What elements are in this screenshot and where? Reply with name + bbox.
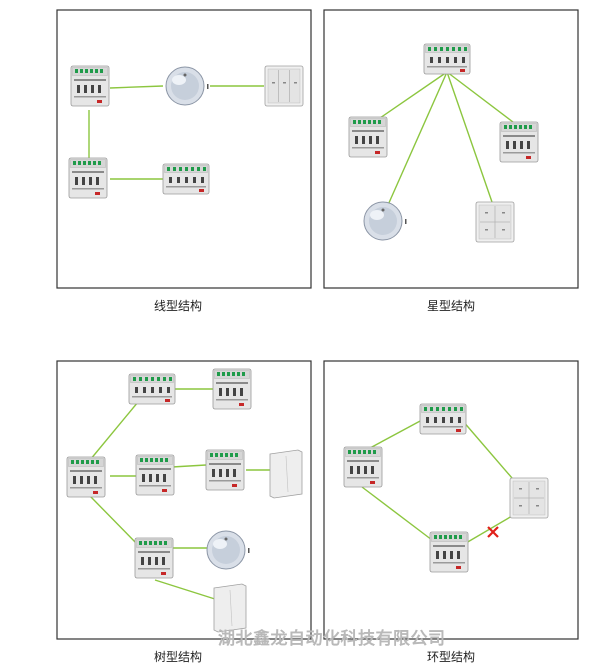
tree-module-icon xyxy=(134,537,174,579)
star-links xyxy=(379,71,514,206)
tree-module-icon xyxy=(135,454,175,496)
tree-root-module-icon xyxy=(66,456,106,498)
watermark: 湖北鑫龙自动化科技有限公司 xyxy=(218,629,446,649)
tree-sensor-icon xyxy=(206,530,250,570)
tree-module-icon xyxy=(205,449,245,491)
linear-module-icon xyxy=(70,65,110,107)
star-module-icon xyxy=(499,121,539,163)
ring-switch-panel-icon xyxy=(509,477,549,519)
tree-module-icon xyxy=(212,368,252,410)
caption-linear: 线型结构 xyxy=(153,299,202,313)
star-hub-module-icon xyxy=(423,43,471,75)
linear-module-icon xyxy=(68,157,108,199)
linear-wide-module-icon xyxy=(162,163,210,195)
panel-frame-linear xyxy=(56,9,312,289)
linear-switch-panel-icon xyxy=(264,65,304,107)
ring-module-icon xyxy=(429,531,469,573)
linear-sensor-icon xyxy=(165,66,209,106)
tree-links xyxy=(89,388,270,601)
tree-module-icon xyxy=(128,373,176,405)
star-module-icon xyxy=(348,116,388,158)
fault-cross-icon xyxy=(487,526,499,538)
ring-module-icon xyxy=(419,403,467,435)
panel-frame-tree xyxy=(56,360,312,640)
ring-links xyxy=(361,419,513,544)
panel-frame-ring xyxy=(323,360,579,640)
caption-star: 星型结构 xyxy=(426,299,475,313)
ring-module-icon xyxy=(343,446,383,488)
star-switch-panel-icon xyxy=(475,201,515,243)
tree-switch-panel-icon xyxy=(269,449,303,499)
linear-links xyxy=(88,85,264,180)
star-sensor-icon xyxy=(363,201,407,241)
caption-tree: 树型结构 xyxy=(153,650,202,664)
panel-frame-star xyxy=(323,9,579,289)
caption-ring: 环型结构 xyxy=(426,650,475,664)
